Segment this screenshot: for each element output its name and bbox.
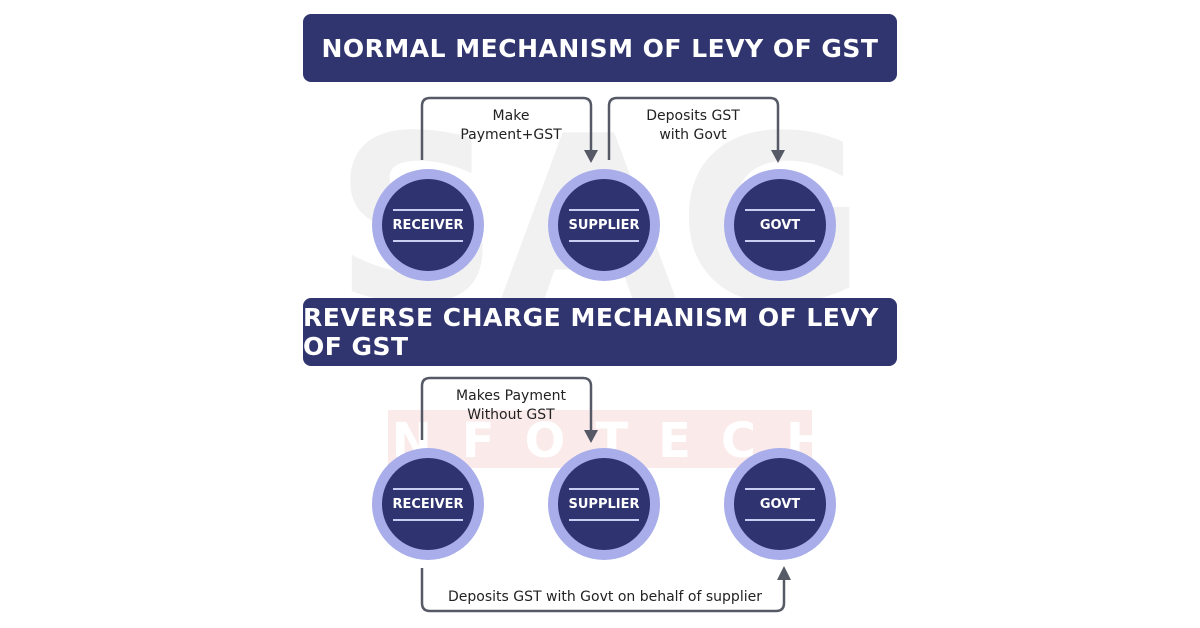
node-supplier: SUPPLIER (548, 169, 660, 281)
arrow-receiver-supplier-rcm (420, 376, 593, 440)
arrow-supplier-govt (607, 96, 780, 160)
normal-mechanism-title: NORMAL MECHANISM OF LEVY OF GST (303, 14, 897, 82)
node-label: SUPPLIER (568, 496, 640, 512)
node-label: GOVT (759, 217, 801, 233)
node-label: SUPPLIER (568, 217, 640, 233)
node-label: GOVT (759, 496, 801, 512)
node-supplier-rcm: SUPPLIER (548, 448, 660, 560)
node-label: RECEIVER (392, 217, 464, 233)
label-line: Deposits GST (646, 108, 740, 124)
arrow-receiver-govt-rcm (420, 568, 786, 613)
node-receiver-rcm: RECEIVER (372, 448, 484, 560)
arrow-label-deposits-gst: Deposits GST with Govt (628, 107, 758, 145)
reverse-mechanism-title: REVERSE CHARGE MECHANISM OF LEVY OF GST (303, 298, 897, 366)
node-label: RECEIVER (392, 496, 464, 512)
label-line: with Govt (659, 127, 727, 143)
label-line: Makes Payment (456, 388, 566, 404)
node-govt-rcm: GOVT (724, 448, 836, 560)
label-line: Payment+GST (460, 127, 562, 143)
label-line: Make (492, 108, 530, 124)
arrow-receiver-supplier (420, 96, 593, 160)
node-govt: GOVT (724, 169, 836, 281)
node-receiver: RECEIVER (372, 169, 484, 281)
label-line: Without GST (467, 407, 555, 423)
arrow-label-deposits-on-behalf: Deposits GST with Govt on behalf of supp… (448, 589, 762, 605)
